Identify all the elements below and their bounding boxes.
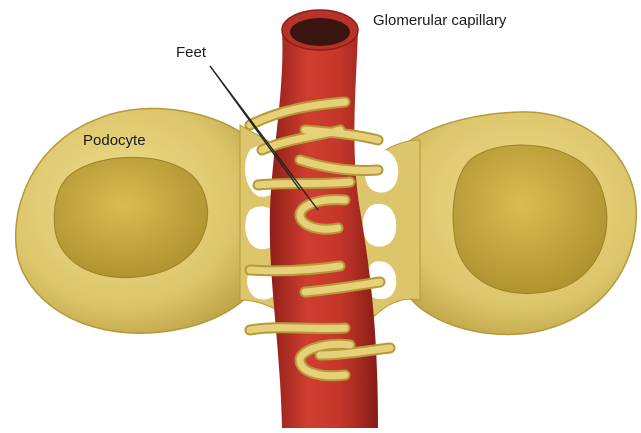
label-podocyte: Podocyte xyxy=(83,133,146,148)
label-glomerular-capillary: Glomerular capillary xyxy=(373,13,506,28)
label-feet: Feet xyxy=(176,45,206,60)
